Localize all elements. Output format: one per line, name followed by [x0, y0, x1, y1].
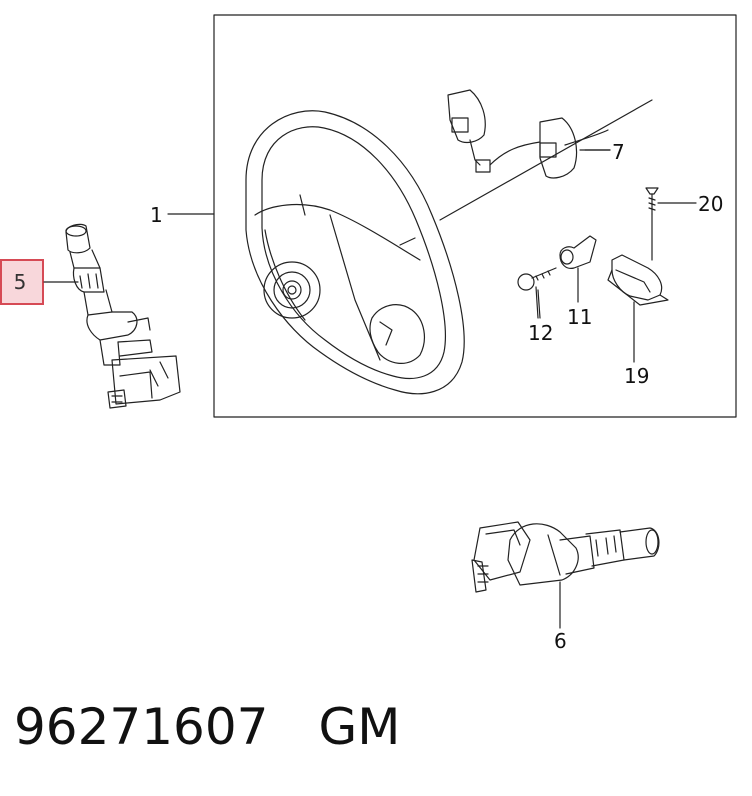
callout-6[interactable]: 6	[554, 629, 567, 653]
part-number-footer: 96271607 GM	[14, 698, 400, 756]
audio-switch-parts	[447, 89, 611, 179]
wiper-lever-switch-5	[65, 223, 181, 409]
light-lever-switch-6	[471, 521, 660, 629]
small-parts	[517, 187, 697, 363]
highlighted-callout-label: 5	[13, 270, 27, 294]
steering-wheel-frame	[213, 14, 737, 418]
callout-19[interactable]: 19	[624, 364, 649, 388]
callout-11[interactable]: 11	[567, 305, 592, 329]
callout-1[interactable]: 1	[150, 203, 163, 227]
brand-name: GM	[318, 698, 401, 756]
steering-wheel-drawing	[245, 99, 653, 395]
leader-line-12	[537, 289, 541, 319]
callout-12[interactable]: 12	[528, 321, 553, 345]
callout-7[interactable]: 7	[612, 140, 625, 164]
part-number: 96271607	[14, 698, 269, 756]
highlighted-callout-box[interactable]	[0, 259, 44, 305]
callout-20[interactable]: 20	[698, 192, 723, 216]
